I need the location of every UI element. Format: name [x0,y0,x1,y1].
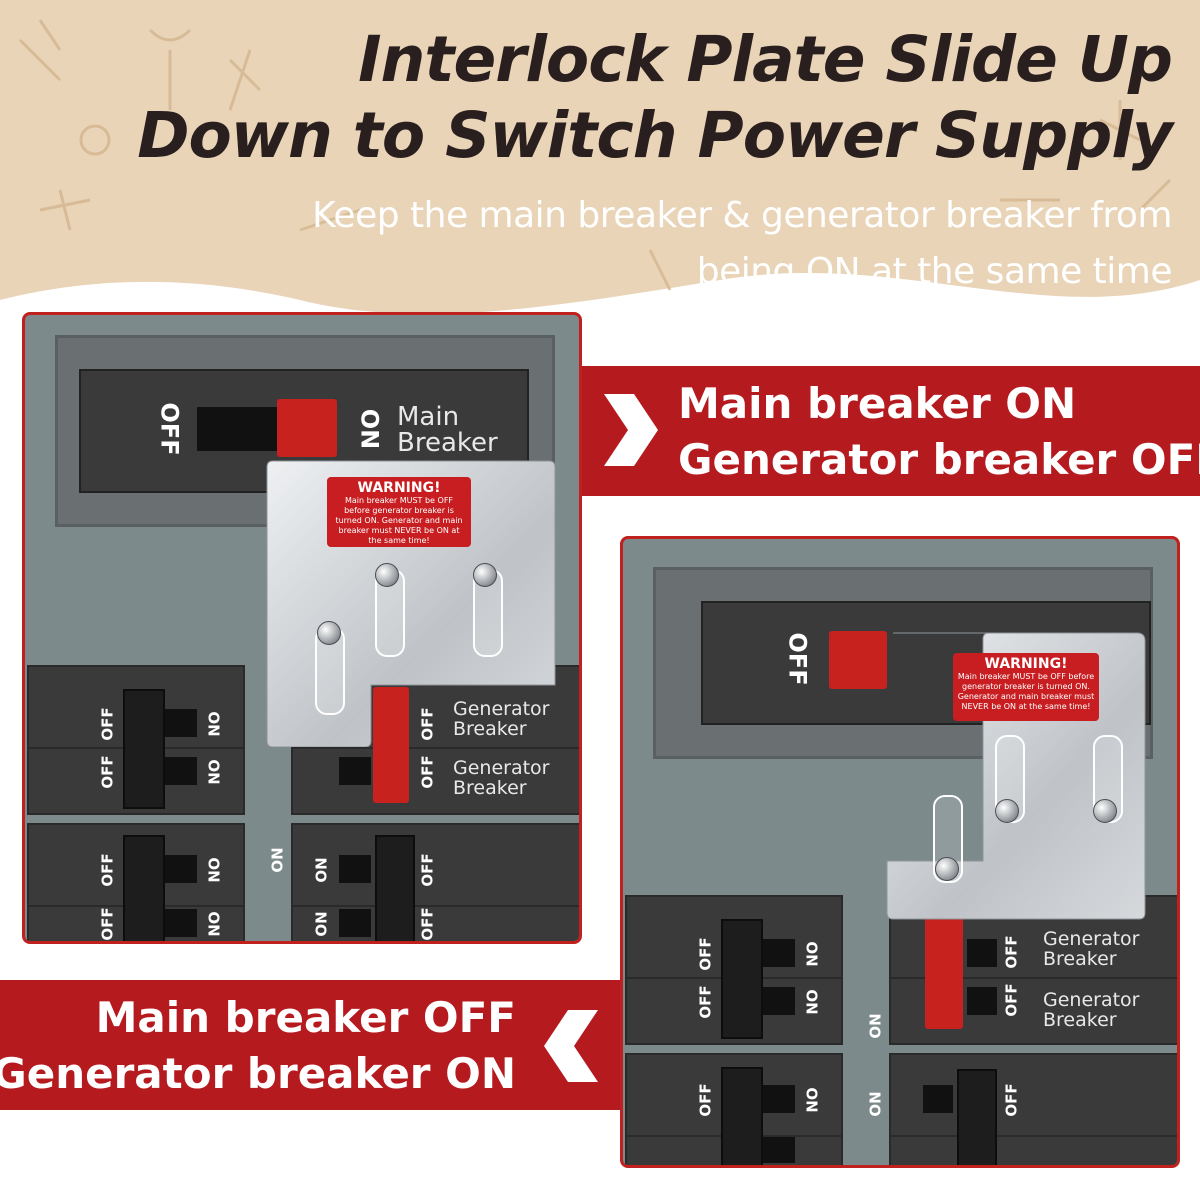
left-on-label-2: ON [802,989,821,1015]
left-off-label-3: OFF [696,1083,715,1117]
gen-off-label-2: OFF [1002,983,1021,1017]
screw-icon [317,621,341,645]
right-off-label-3: OFF [418,853,437,887]
middle-on-label: ON [268,847,287,873]
gen-label-1a: Generator [453,698,550,720]
main-breaker-toggle[interactable] [829,631,887,689]
generator-breaker-toggle[interactable] [925,899,963,1029]
gen-label-2a: Generator [1043,989,1140,1011]
right-slot-3 [339,855,371,883]
branch-breaker-right-4 [889,1135,1177,1165]
left-slot-3 [763,1085,795,1113]
left-slot-3 [165,855,197,883]
gen-label-2a: Generator [453,757,550,779]
right-slot-3 [923,1085,953,1113]
bottom-panel: OFF OFF ON OFF ON OFF ON ON ON OFF Gener… [620,536,1180,1168]
left-off-label-1: OFF [98,707,117,741]
state-2-line-2: Generator breaker ON [0,1049,516,1098]
warning-body: Main breaker MUST be OFF before generato… [957,672,1095,711]
left-off-label-2: OFF [98,755,117,789]
main-breaker-on-label: ON [355,408,384,450]
main-breaker-off-label: OFF [155,402,184,456]
left-slot-2 [165,757,197,785]
middle-on-label-1: ON [866,1013,885,1039]
screw-icon [1093,799,1117,823]
left-handle-2[interactable] [123,835,165,941]
left-slot-4 [763,1137,795,1163]
chevron-right-icon [604,394,658,466]
state-1-line-1: Main breaker ON [678,379,1077,428]
top-panel: OFF ON Main Breaker OFF ON OFF ON OFF ON… [22,312,582,944]
page-title-line-1: Interlock Plate Slide Up [358,23,1173,96]
warning-label: WARNING! Main breaker MUST be OFF before… [953,653,1099,721]
right-on-label-4: ON [312,911,331,937]
left-handle-1[interactable] [123,689,165,809]
page-title-line-2: Down to Switch Power Supply [137,99,1173,172]
right-handle-3[interactable] [375,835,415,941]
left-on-label-1: ON [204,711,223,737]
header-background [0,0,1200,314]
warning-title: WARNING! [357,480,441,496]
gen-off-label-1: OFF [1002,935,1021,969]
left-on-label-1: ON [802,941,821,967]
right-on-label-3: ON [312,857,331,883]
left-off-label-3: OFF [98,853,117,887]
state-2-band [0,980,640,1110]
right-off-label-3: OFF [1002,1083,1021,1117]
left-on-label-2: ON [204,759,223,785]
screw-icon [935,857,959,881]
warning-body: Main breaker MUST be OFF before generato… [335,496,463,545]
left-off-label-2: OFF [696,985,715,1019]
left-off-label-4: OFF [98,907,117,941]
chevron-left-icon [544,1010,598,1082]
state-1-line-2: Generator breaker OFF [678,435,1200,484]
gen-label-1b: Breaker [453,718,527,740]
warning-label: WARNING! Main breaker MUST be OFF before… [327,477,471,547]
middle-on-label-2: ON [866,1091,885,1117]
left-slot-4 [165,909,197,937]
warning-title: WARNING! [984,656,1068,672]
left-slot-1 [165,709,197,737]
screw-icon [375,563,399,587]
state-2-line-1: Main breaker OFF [95,993,516,1042]
gen-label-1a: Generator [1043,928,1140,950]
gen-label-2b: Breaker [1043,1009,1117,1031]
left-slot-1 [763,939,795,967]
subtitle-line-2: being ON at the same time [696,251,1173,292]
left-off-label-1: OFF [696,937,715,971]
main-breaker-off-label: OFF [783,632,812,686]
gen-label-2b: Breaker [453,777,527,799]
left-on-label-4: ON [204,911,223,937]
left-handle-2[interactable] [721,1067,763,1165]
subtitle-line-1: Keep the main breaker & generator breake… [312,195,1172,236]
left-on-label-3: ON [204,857,223,883]
left-on-label-3: ON [802,1087,821,1113]
gen-slot-1 [967,939,997,967]
gen-slot-2 [339,757,371,785]
gen-label-1b: Breaker [1043,948,1117,970]
main-breaker-toggle[interactable] [277,399,337,457]
left-handle-1[interactable] [721,919,763,1039]
right-slot-4 [339,909,371,937]
main-breaker-label-2: Breaker [397,428,498,458]
main-breaker-label-1: Main [397,402,460,432]
gen-off-label-2: OFF [418,755,437,789]
screw-icon [995,799,1019,823]
right-handle-3[interactable] [957,1069,997,1165]
screw-icon [473,563,497,587]
right-off-label-4: OFF [418,907,437,941]
left-slot-2 [763,987,795,1015]
generator-breaker-toggle[interactable] [373,687,409,803]
gen-slot-2 [967,987,997,1015]
